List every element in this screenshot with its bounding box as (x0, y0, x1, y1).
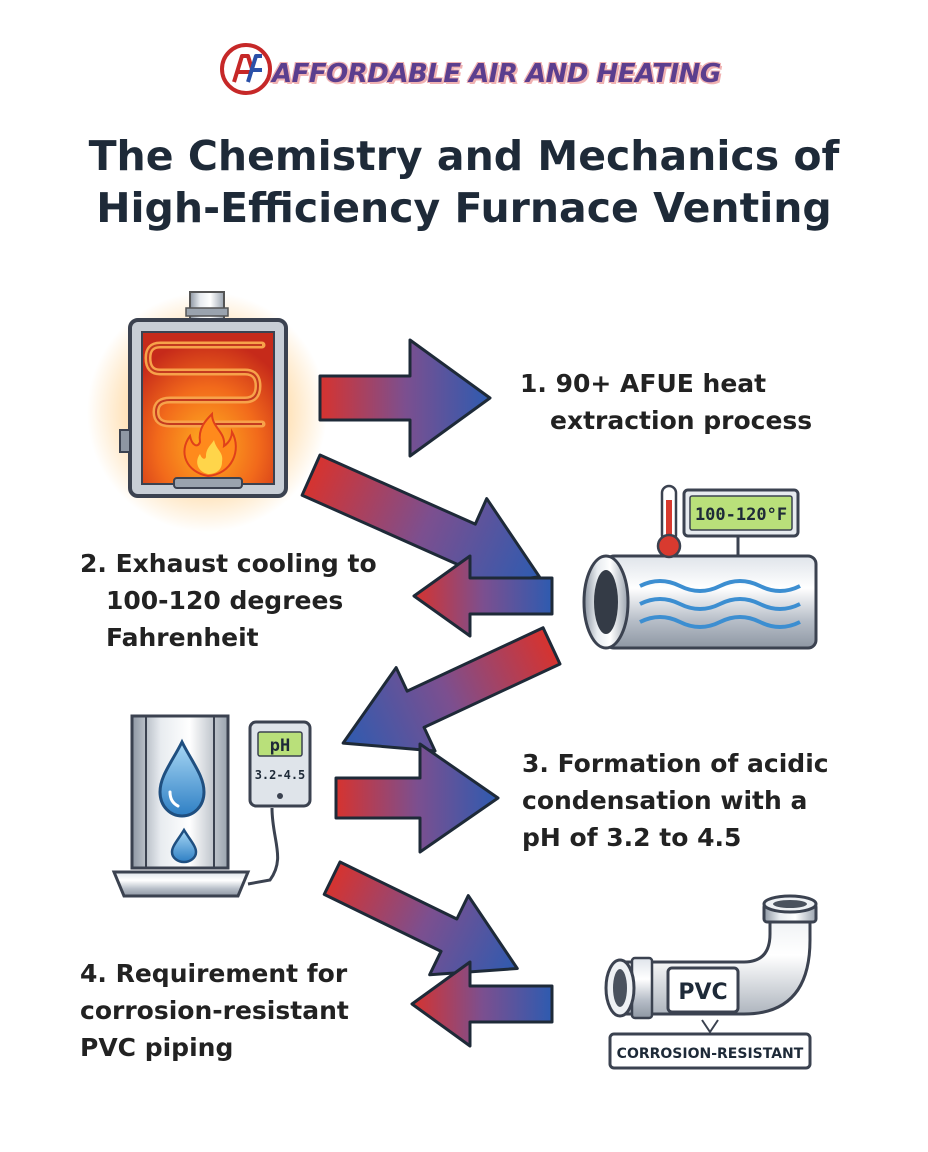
step-4-line-2: corrosion-resistant (80, 996, 349, 1025)
pipe-icon (582, 530, 818, 650)
corrosion-badge: CORROSION-RESISTANT (608, 1032, 812, 1070)
furnace-icon (87, 291, 327, 532)
step-3-line-3: pH of 3.2 to 4.5 (522, 823, 742, 852)
corrosion-label: CORROSION-RESISTANT (617, 1046, 804, 1062)
water-droplet-icon (158, 738, 206, 864)
step-4-line-3: PVC piping (80, 1033, 234, 1062)
step-1-text: 1. 90+ AFUE heat extraction process (520, 365, 880, 439)
brand-logo (220, 43, 272, 95)
step-2-line-3: Fahrenheit (106, 623, 259, 652)
logo-emblem-icon (220, 43, 272, 95)
ph-meter-icon: pH 3.2-4.5 (247, 720, 312, 886)
title-line-1: The Chemistry and Mechanics of (88, 132, 840, 180)
step-3-line-2: condensation with a (522, 786, 808, 815)
step-3-line-1: 3. Formation of acidic (522, 749, 829, 778)
step-1-line-2: extraction process (550, 406, 813, 435)
thermometer-icon (656, 484, 682, 559)
step-2-line-1: 2. Exhaust cooling to (80, 549, 377, 578)
step-4-text: 4. Requirement for corrosion-resistant P… (80, 955, 440, 1066)
flame-icon (183, 411, 237, 478)
step-2-text: 2. Exhaust cooling to 100-120 degrees Fa… (80, 545, 440, 656)
ph-title: pH (270, 736, 290, 756)
arrow-icon (341, 626, 562, 753)
arrow-icon (322, 860, 519, 977)
step-4-line-1: 4. Requirement for (80, 959, 348, 988)
step-1-line-1: 1. 90+ AFUE heat (520, 369, 767, 398)
temperature-gauge: 100-120°F (682, 488, 800, 538)
title-line-2: High-Efficiency Furnace Venting (96, 184, 832, 232)
arrow-icon (412, 554, 554, 638)
arrow-icon (410, 960, 554, 1048)
pvc-label: PVC (678, 980, 727, 1005)
arrow-icon (318, 338, 492, 458)
step-2-line-2: 100-120 degrees (106, 586, 344, 615)
ph-range: 3.2-4.5 (255, 768, 306, 782)
temperature-label: 100-120°F (695, 505, 787, 525)
step-3-text: 3. Formation of acidic condensation with… (522, 745, 902, 856)
arrow-icon (334, 742, 500, 854)
pvc-elbow-icon: PVC (604, 894, 818, 1034)
brand-name: AFFORDABLE AIR AND HEATING (272, 59, 721, 89)
page-title: The Chemistry and Mechanics of High-Effi… (40, 130, 888, 234)
